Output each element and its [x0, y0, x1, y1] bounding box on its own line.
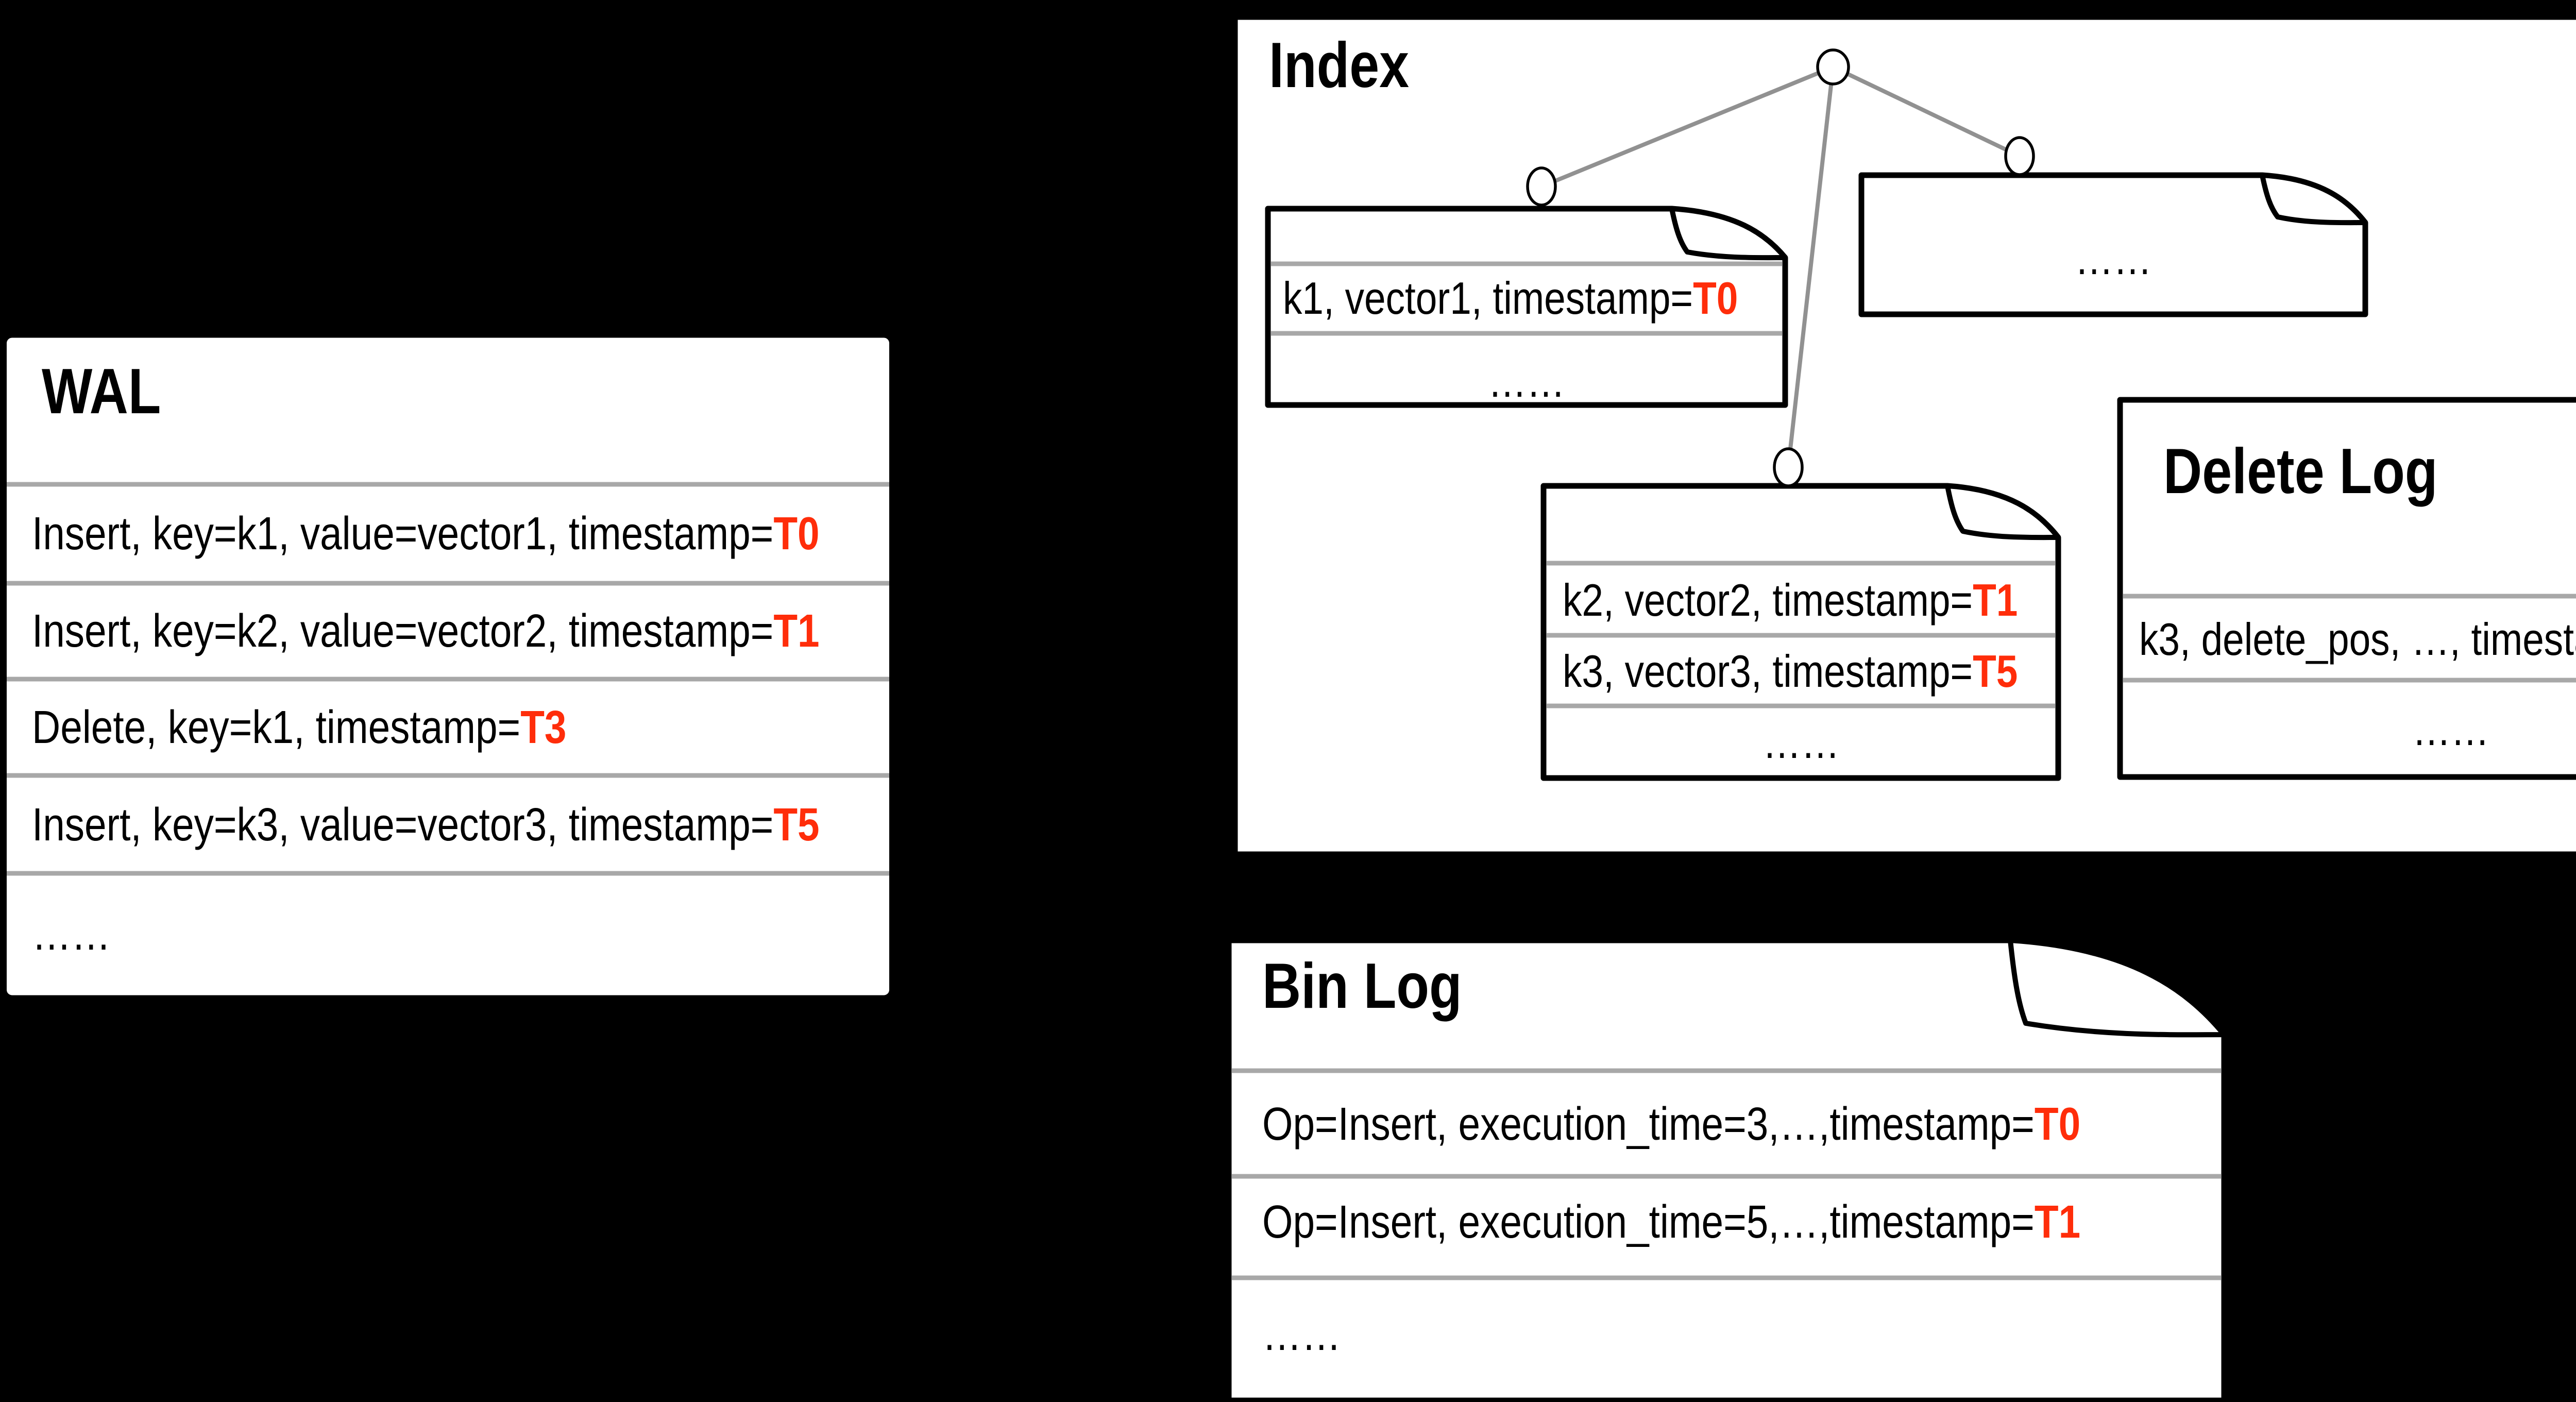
bin-log-shape — [1226, 937, 2227, 1402]
index-title: Index — [1269, 30, 1410, 101]
bin-log-fold-corner — [2008, 938, 2227, 1038]
wal-title: WAL — [42, 356, 161, 427]
more-file-ellipsis: …… — [2075, 233, 2152, 284]
wal-separators — [7, 482, 889, 876]
k1-file-row-ellipsis: …… — [1488, 356, 1565, 407]
k2-file-row-ellipsis: …… — [1762, 717, 1840, 768]
timestamp-value: T0 — [2034, 1099, 2081, 1150]
timestamp-value: T1 — [1973, 575, 2018, 626]
k2-file-row-2: k3, vector3, timestamp=T5 — [1563, 646, 2018, 697]
k2-file-shape — [1540, 483, 2061, 781]
timestamp-value: T0 — [773, 508, 820, 560]
timestamp-value: T5 — [1973, 646, 2018, 697]
bin-log-row-1: Op=Insert, execution_time=3,…,timestamp=… — [1262, 1099, 2081, 1150]
tree-nodes — [1526, 48, 2035, 487]
bin-log-row-2: Op=Insert, execution_time=5,…,timestamp=… — [1262, 1196, 2081, 1248]
wal-box — [1, 332, 895, 1001]
k2-file-fold-corner — [1945, 483, 2061, 540]
delete-log-shape — [2117, 397, 2576, 780]
bin-log-row-ellipsis: …… — [1262, 1309, 1341, 1360]
delete-log-row-1: k3, delete_pos, …, timestamp=T3 — [2139, 614, 2576, 665]
k1-file-shape — [1265, 206, 1788, 408]
more-file-shape — [1858, 172, 2368, 317]
wal-row-3: Delete, key=k1, timestamp=T3 — [32, 702, 567, 753]
delete-log-title: Delete Log — [2163, 436, 2438, 507]
more-file-fold-corner — [2260, 173, 2368, 226]
edge-root-right — [1832, 65, 2021, 158]
wal-row-4: Insert, key=k3, value=vector3, timestamp… — [32, 799, 820, 851]
k1-file-fold-corner — [1669, 206, 1788, 261]
timestamp-value: T0 — [1693, 273, 1738, 324]
bin-log-title: Bin Log — [1262, 951, 1462, 1022]
wal-row-1: Insert, key=k1, value=vector1, timestamp… — [32, 508, 820, 560]
timestamp-value: T1 — [2034, 1196, 2081, 1248]
tree-edges — [1540, 65, 2021, 468]
k1-file-row-1: k1, vector1, timestamp=T0 — [1283, 273, 1738, 324]
wal-row-ellipsis: …… — [32, 908, 111, 960]
tree-right-node — [2004, 136, 2035, 176]
timestamp-value: T5 — [773, 799, 820, 851]
k2-file-row-1: k2, vector2, timestamp=T1 — [1563, 575, 2018, 626]
delete-log-row-ellipsis: …… — [2412, 704, 2489, 755]
edge-root-middle — [1786, 66, 1835, 468]
edge-root-left — [1540, 65, 1834, 189]
wal-row-2: Insert, key=k2, value=vector2, timestamp… — [32, 605, 820, 657]
tree-middle-node — [1773, 447, 1804, 487]
timestamp-value: T1 — [773, 605, 820, 657]
tree-left-node — [1526, 166, 1557, 207]
tree-root-node — [1816, 48, 1850, 86]
timestamp-value: T3 — [520, 702, 567, 753]
